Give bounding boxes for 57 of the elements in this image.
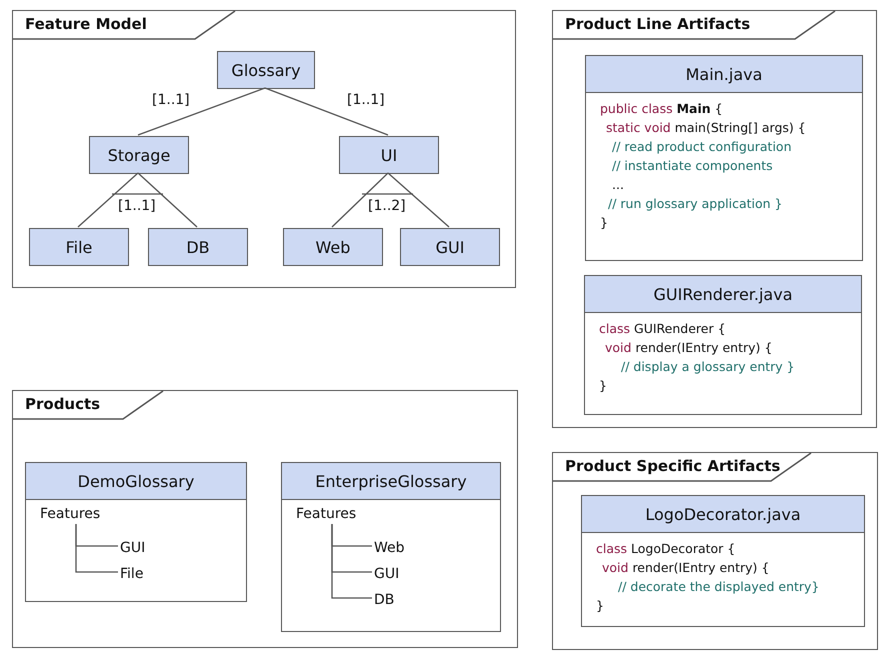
card-header: DemoGlossary	[26, 463, 246, 500]
code-line: // decorate the displayed entry}	[617, 578, 820, 596]
connector-line	[78, 172, 138, 228]
code-line: }	[596, 597, 605, 615]
feature-name: GUI	[120, 538, 180, 558]
feature-name: DB	[374, 590, 434, 610]
frame-title: Product Specific Artifacts	[565, 457, 780, 475]
code-line: // display a glossary entry }	[620, 358, 796, 376]
file-name-header: Main.java	[586, 56, 862, 93]
code-line: // instantiate components	[611, 157, 774, 175]
feature-name: Web	[374, 538, 434, 558]
code-line: // run glossary application }	[607, 195, 784, 213]
package-frame	[552, 10, 877, 428]
feature-name: GUI	[374, 564, 434, 584]
card-header: EnterpriseGlossary	[282, 463, 500, 500]
product-card	[25, 462, 247, 602]
connector-line	[264, 87, 388, 136]
connector-line	[138, 87, 266, 136]
tree-line	[331, 524, 372, 599]
code-line: }	[599, 377, 608, 395]
code-file-card	[584, 275, 862, 415]
code-line: void render(IEntry entry) {	[601, 559, 770, 577]
code-file-card	[585, 55, 863, 261]
connector-line	[138, 172, 198, 228]
code-line: class LogoDecorator {	[596, 540, 736, 558]
cardinality-label: [1..1]	[117, 198, 157, 214]
file-name-header: GUIRenderer.java	[585, 276, 861, 313]
feature-name: File	[120, 564, 180, 584]
cardinality-label: [1..2]	[367, 198, 407, 214]
feature-box: Storage	[89, 136, 189, 174]
feature-name: Features	[40, 502, 120, 526]
product-card	[281, 462, 501, 632]
tree-line	[75, 524, 118, 573]
code-line: class GUIRenderer {	[599, 320, 727, 338]
frame-title: Feature Model	[25, 15, 147, 33]
code-line: }	[600, 214, 609, 232]
connector-line	[388, 172, 450, 228]
connector-line	[332, 172, 388, 228]
feature-box: GUI	[400, 228, 500, 266]
feature-box: Glossary	[217, 51, 315, 89]
code-line: static void main(String[] args) {	[605, 119, 807, 137]
feature-box: UI	[339, 136, 439, 174]
code-line: void render(IEntry entry) {	[604, 339, 774, 357]
package-frame	[12, 390, 518, 648]
file-name-header: LogoDecorator.java	[582, 496, 864, 533]
code-line: // read product configuration	[611, 138, 792, 156]
package-frame	[12, 10, 516, 288]
feature-box: File	[29, 228, 129, 266]
code-line: public class Main {	[600, 100, 724, 118]
feature-box: Web	[283, 228, 383, 266]
frame-title: Products	[25, 395, 100, 413]
code-line: ...	[611, 176, 625, 194]
feature-name: Features	[296, 502, 376, 526]
package-frame	[552, 452, 878, 650]
feature-box: DB	[148, 228, 248, 266]
code-file-card	[581, 495, 865, 627]
frame-title: Product Line Artifacts	[565, 15, 750, 33]
